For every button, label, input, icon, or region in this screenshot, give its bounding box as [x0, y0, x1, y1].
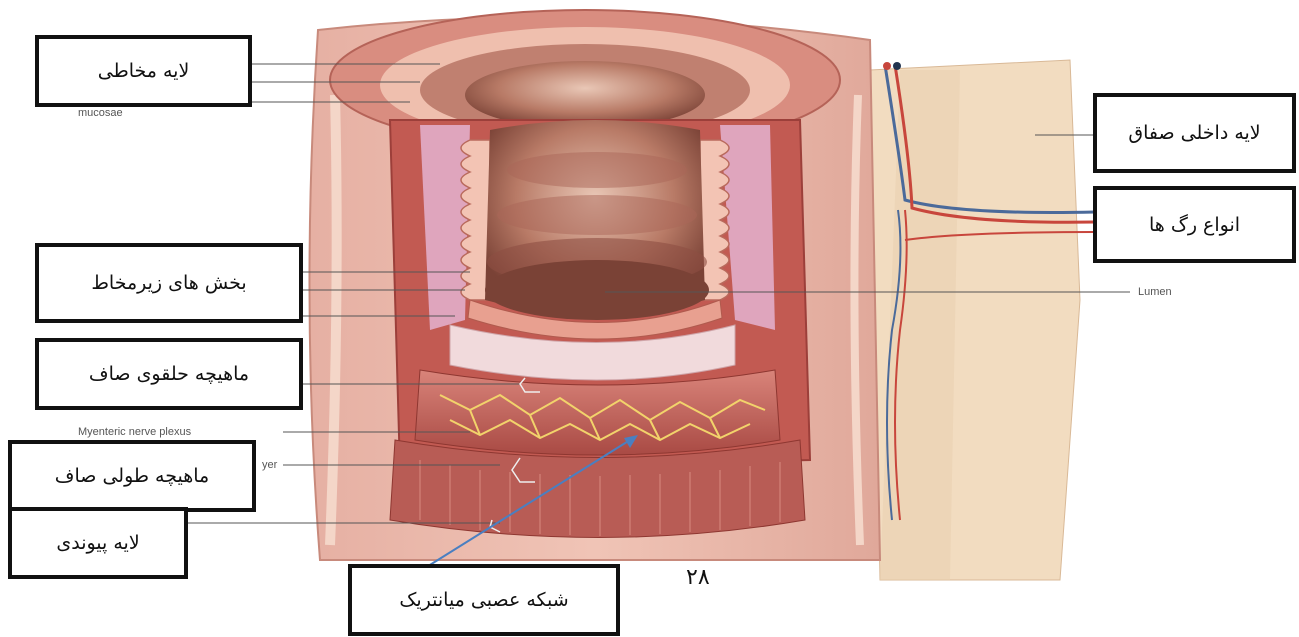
label-submucosa: بخش های زیرمخاط — [35, 243, 303, 323]
label-myenteric-network: شبکه عصبی میانتریک — [348, 564, 620, 636]
lumen-fold-2 — [497, 195, 697, 235]
top-lumen — [465, 61, 705, 129]
vessel-end-red — [883, 62, 891, 70]
lumen-bottom — [485, 260, 709, 320]
label-circular-muscle: ماهیچه حلقوی صاف — [35, 338, 303, 410]
myenteric-plexus-label: Myenteric nerve plexus — [78, 426, 191, 438]
vessel-end-blue — [893, 62, 901, 70]
label-connective-layer: لایه پیوندی — [8, 507, 188, 579]
lumen-label: Lumen — [1138, 286, 1172, 298]
mucosae-label: mucosae — [78, 107, 123, 119]
lumen-fold-1 — [507, 152, 687, 188]
label-mucosa: لایه مخاطی — [35, 35, 252, 107]
label-inner-peritoneum: لایه داخلی صفاق — [1093, 93, 1296, 173]
layer-fragment-label: yer — [262, 459, 277, 471]
page-number: ۲۸ — [686, 565, 710, 590]
label-longitudinal-muscle: ماهیچه طولی صاف — [8, 440, 256, 512]
label-vessels: انواع رگ ها — [1093, 186, 1296, 263]
